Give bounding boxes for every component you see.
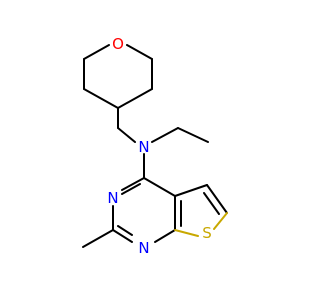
- bond-c2-methyl: [82, 229, 114, 248]
- bond-o-c6: [126, 44, 153, 60]
- bond-c4-c4a: [143, 177, 176, 197]
- pyrimidine-n3-label: N: [107, 189, 118, 207]
- bond-c3-c4: [83, 88, 119, 109]
- bond-o-c2: [83, 44, 110, 60]
- bond-c5-c4: [117, 88, 153, 109]
- bond-c4a-c5: [174, 184, 208, 197]
- bond-c4-n3: [121, 177, 145, 191]
- bond-ch2-n: [117, 127, 136, 143]
- bond-ethyl-ch3: [177, 127, 209, 143]
- bond-c4-n3-double: [121, 183, 141, 195]
- bond-n1-c7a: [154, 229, 176, 243]
- bond-c5-c6: [206, 184, 228, 214]
- bond-c2-n1-double: [117, 225, 133, 236]
- bond-c5-c6-double: [203, 192, 220, 215]
- bond-n-ch2-ethyl: [151, 127, 179, 143]
- bond-c2-n1: [112, 229, 133, 243]
- bond-c6-s: [213, 212, 228, 230]
- oxygen-atom-label: O: [112, 35, 124, 53]
- sulfur-atom-label: S: [202, 224, 212, 242]
- molecule-structure: O N N N S: [82, 35, 228, 257]
- amine-nitrogen-label: N: [138, 138, 149, 156]
- pyrimidine-n1-label: N: [138, 239, 149, 257]
- bond-s-c7a: [174, 229, 199, 237]
